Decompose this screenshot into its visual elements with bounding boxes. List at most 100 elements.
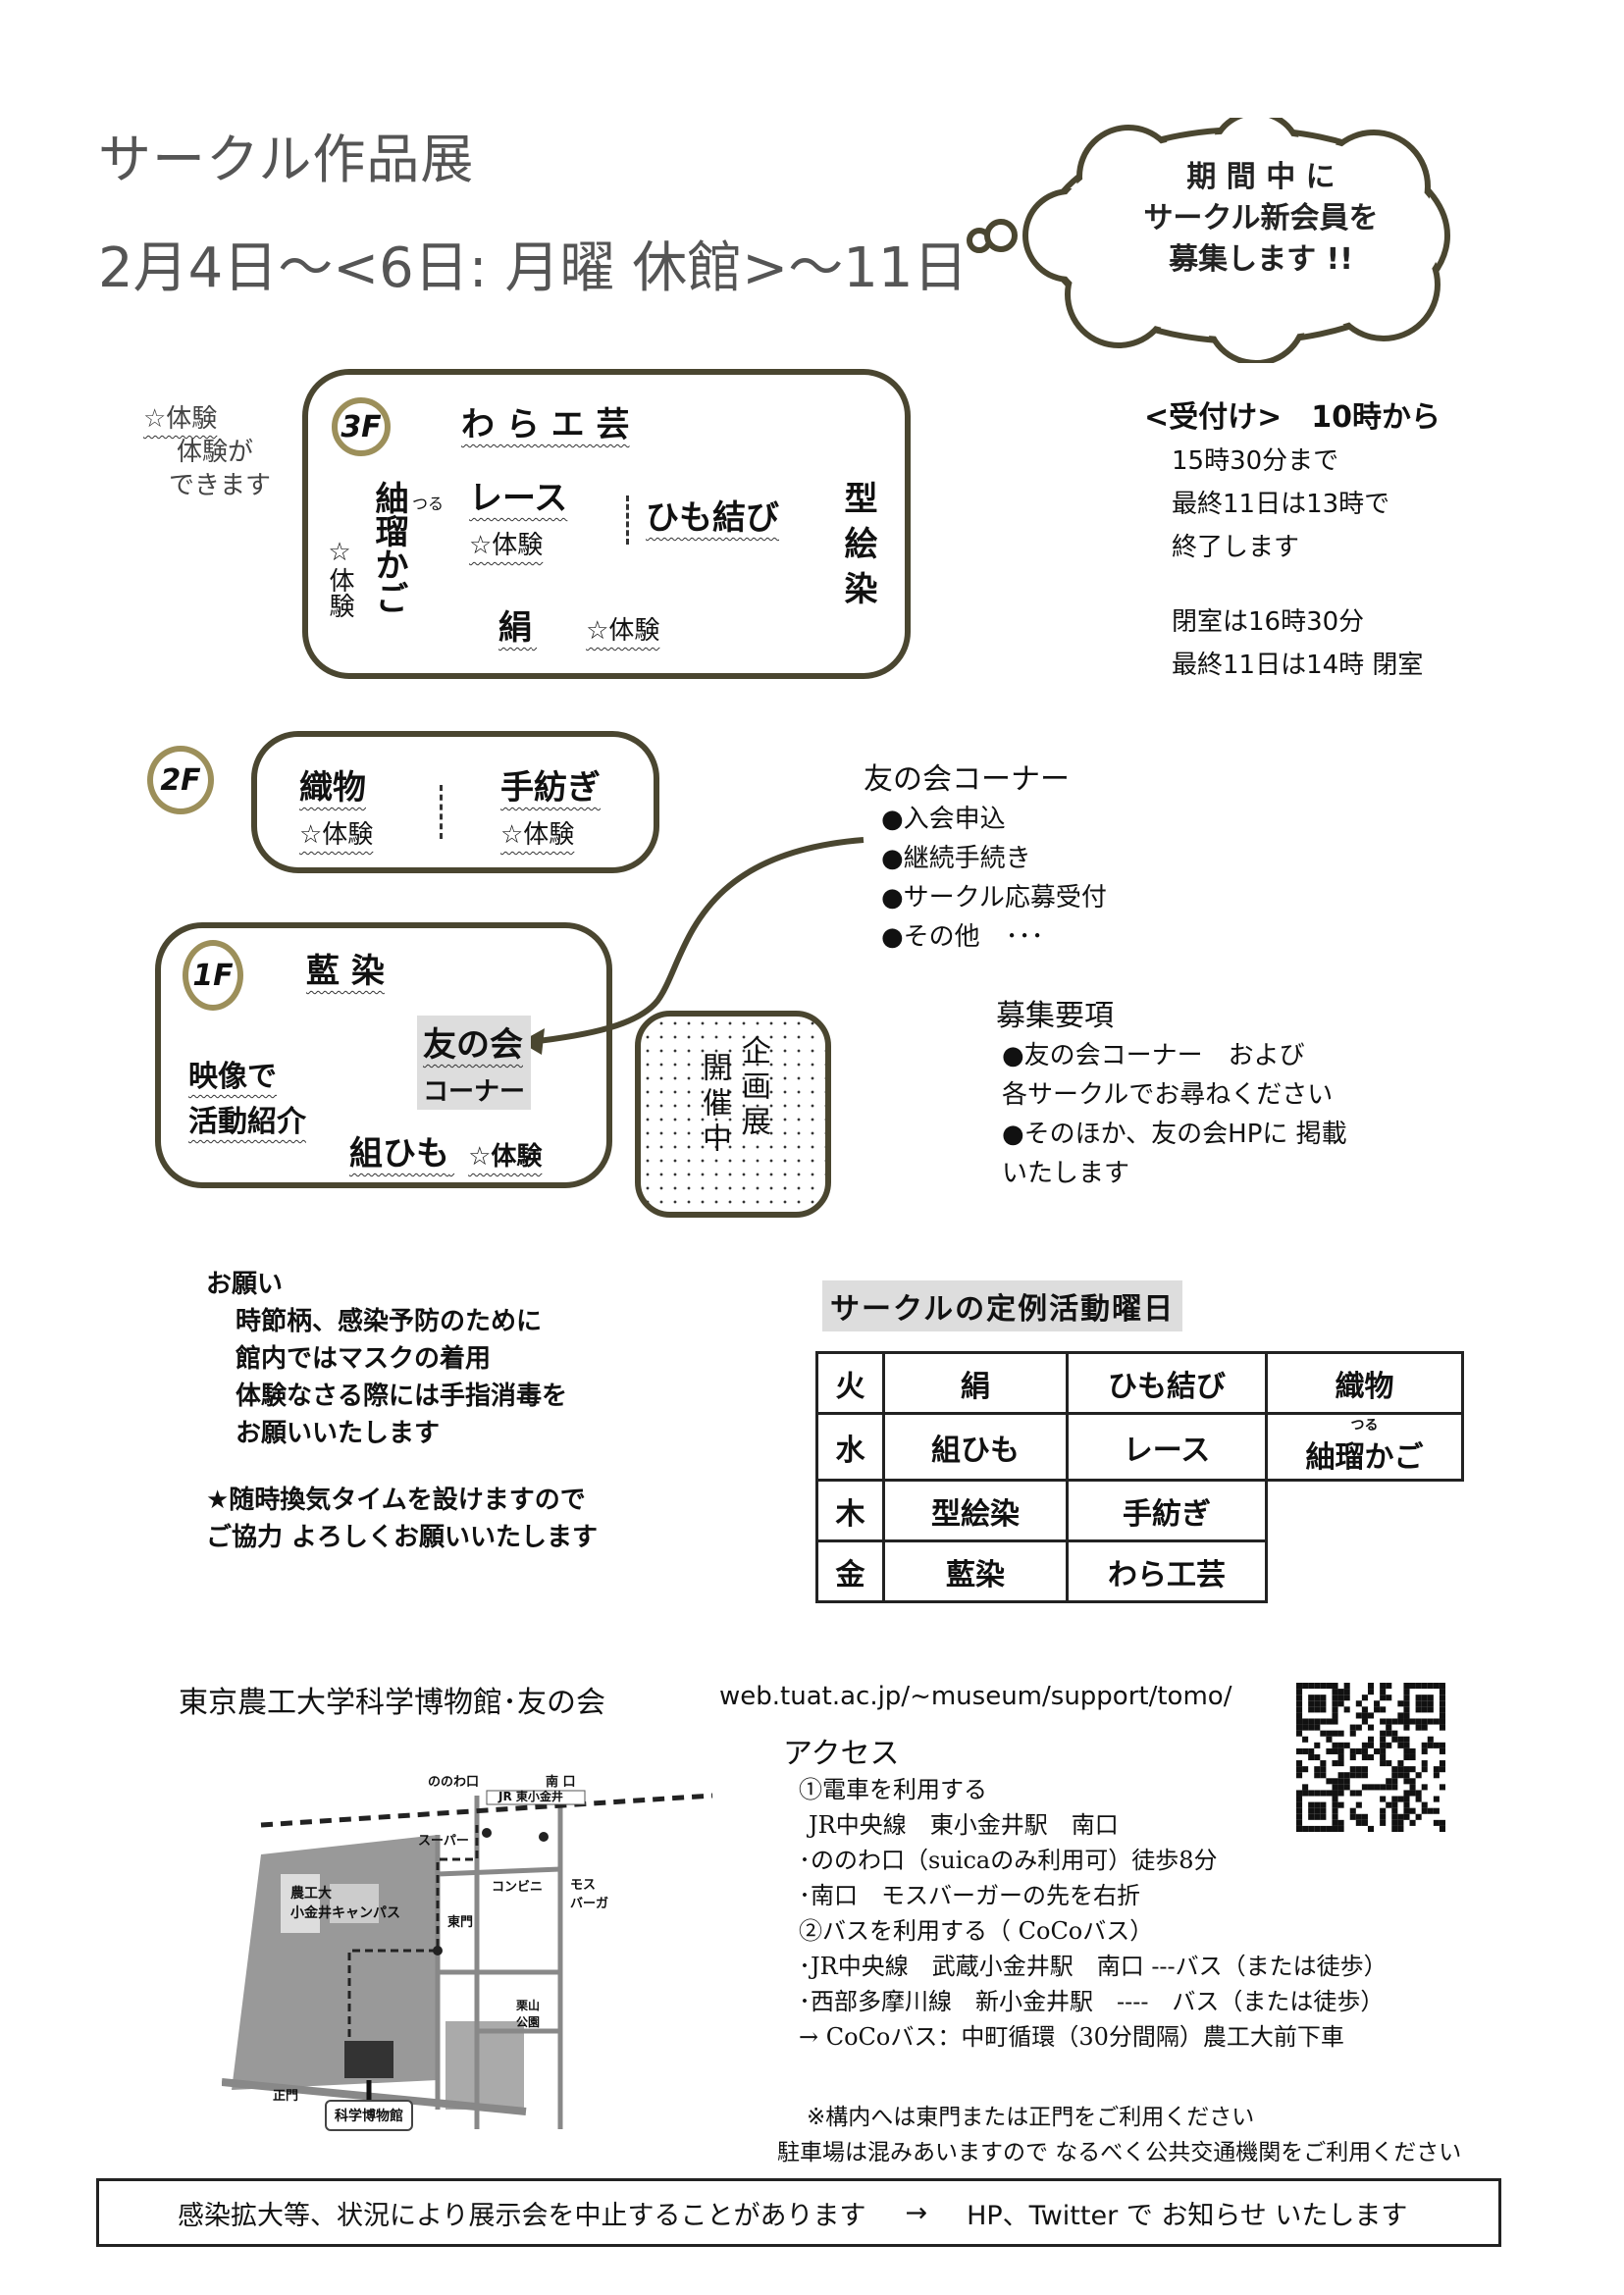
qr-module: [1332, 1747, 1338, 1754]
qr-module: [1439, 1825, 1445, 1832]
qr-module: [1302, 1683, 1309, 1690]
qr-module: [1296, 1760, 1303, 1767]
map-label: JR 東小金井: [498, 1790, 563, 1803]
qr-module: [1374, 1784, 1381, 1791]
qr-module: [1314, 1772, 1321, 1779]
qr-module: [1433, 1766, 1440, 1773]
qr-module: [1308, 1683, 1315, 1690]
qr-module: [1391, 1736, 1398, 1743]
qr-module: [1314, 1683, 1321, 1690]
recruit-line: 各サークルでお尋ねください: [1002, 1080, 1334, 1110]
qr-module: [1427, 1742, 1434, 1748]
qr-module: [1421, 1742, 1428, 1748]
qr-module: [1320, 1730, 1327, 1737]
legend-text: できます: [169, 471, 272, 500]
qr-module: [1302, 1825, 1309, 1832]
floor-badge-2f: 2F: [147, 746, 214, 814]
qr-module: [1355, 1712, 1362, 1719]
qr-module: [1433, 1772, 1440, 1779]
qr-module: [1433, 1718, 1440, 1725]
qr-module: [1320, 1695, 1327, 1701]
qr-module: [1320, 1683, 1327, 1690]
qr-module: [1386, 1742, 1392, 1748]
request-line: 体験なさる際には手指消毒を: [236, 1382, 568, 1411]
qr-module: [1296, 1712, 1303, 1719]
access-title: アクセス: [783, 1737, 900, 1771]
qr-module: [1415, 1772, 1422, 1779]
qr-module: [1361, 1706, 1368, 1713]
circle-aizome: 藍 染: [306, 952, 385, 991]
qr-module: [1296, 1730, 1303, 1737]
qr-module: [1421, 1724, 1428, 1731]
qr-module: [1397, 1742, 1404, 1748]
qr-code[interactable]: [1296, 1683, 1445, 1832]
website-link[interactable]: web.tuat.ac.jp/~museum/support/tomo/: [719, 1682, 1232, 1711]
map-label: 正門: [273, 2089, 299, 2104]
qr-module: [1409, 1790, 1416, 1797]
qr-module: [1415, 1695, 1422, 1701]
qr-module: [1296, 1790, 1303, 1797]
qr-module: [1439, 1760, 1445, 1767]
qr-module: [1391, 1766, 1398, 1773]
circle-tsumugi: 紬瑠かご: [369, 481, 408, 614]
qr-module: [1397, 1819, 1404, 1826]
reception-line: 最終11日は13時で: [1172, 490, 1390, 519]
floor-2f-box: [251, 731, 659, 873]
qr-module: [1326, 1825, 1333, 1832]
qr-module: [1386, 1760, 1392, 1767]
qr-module: [1361, 1753, 1368, 1761]
qr-module: [1367, 1736, 1375, 1743]
qr-module: [1433, 1807, 1440, 1814]
qr-module: [1415, 1813, 1422, 1820]
qr-module: [1391, 1825, 1398, 1832]
qr-module: [1403, 1724, 1410, 1731]
qr-module: [1391, 1813, 1398, 1820]
org-name: 東京農工大学科学博物館･友の会: [179, 1686, 605, 1720]
qr-module: [1296, 1747, 1303, 1754]
qr-module: [1380, 1813, 1387, 1820]
circle-kinu: 絹: [498, 608, 532, 648]
qr-module: [1403, 1772, 1410, 1779]
corner-item: ●入会申込: [881, 805, 1006, 834]
floor-badge-3f: 3F: [332, 397, 391, 456]
qr-module: [1380, 1796, 1387, 1802]
qr-module: [1361, 1742, 1368, 1748]
qr-module: [1302, 1790, 1309, 1797]
thought-cloud: [967, 118, 1450, 363]
qr-module: [1355, 1801, 1362, 1808]
qr-module: [1343, 1742, 1350, 1748]
qr-module: [1403, 1695, 1410, 1701]
qr-module: [1326, 1736, 1333, 1743]
qr-module: [1391, 1778, 1398, 1785]
qr-module: [1361, 1813, 1368, 1820]
qr-module: [1302, 1784, 1309, 1791]
qr-module: [1409, 1784, 1416, 1791]
qr-module: [1314, 1695, 1321, 1701]
table-cell: 絹: [882, 1351, 1069, 1415]
qr-module: [1403, 1718, 1410, 1725]
qr-module: [1374, 1700, 1381, 1707]
qr-module: [1421, 1760, 1428, 1767]
qr-module: [1349, 1766, 1356, 1773]
qr-module: [1308, 1813, 1315, 1820]
qr-module: [1380, 1760, 1387, 1767]
table-row: 金藍染わら工芸: [815, 1539, 1463, 1603]
qr-module: [1332, 1700, 1338, 1707]
qr-module: [1439, 1683, 1445, 1690]
ruby: つる: [412, 495, 445, 513]
divider: [440, 785, 443, 839]
qr-module: [1391, 1796, 1398, 1802]
qr-module: [1296, 1825, 1303, 1832]
qr-module: [1433, 1683, 1440, 1690]
qr-module: [1439, 1706, 1445, 1713]
corner-item: ●その他 ･･･: [881, 922, 1044, 952]
legend: ☆体験 体験が できます: [143, 402, 271, 502]
qr-module: [1439, 1700, 1445, 1707]
cloud-line: サークル新会員を: [1143, 201, 1379, 235]
reception-line: 15時30分まで: [1172, 446, 1339, 476]
qr-module: [1355, 1790, 1362, 1797]
qr-module: [1397, 1712, 1404, 1719]
qr-module: [1320, 1813, 1327, 1820]
qr-module: [1302, 1718, 1309, 1725]
qr-module: [1326, 1790, 1333, 1797]
